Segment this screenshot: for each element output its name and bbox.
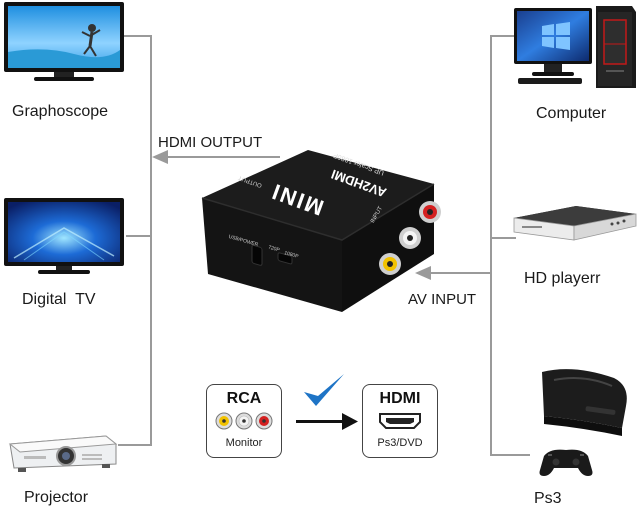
hdmi-output-label: HDMI OUTPUT	[158, 134, 263, 151]
device-label-computer: Computer	[536, 105, 607, 122]
conversion-arrowhead	[342, 413, 358, 430]
tv-icon	[4, 198, 124, 274]
conversion-arrow-line	[296, 420, 346, 423]
device-label-ps3: Ps3	[534, 490, 562, 507]
input-line	[428, 272, 490, 274]
rca-connectors-icon	[215, 412, 273, 430]
device-label-graphoscope: Graphoscope	[12, 103, 109, 120]
projector-icon	[8, 435, 118, 472]
converter-box	[201, 150, 441, 312]
right-bracket-bottom	[490, 454, 530, 456]
av-input-label: AV INPUT	[408, 291, 477, 308]
rca-badge-caption: Monitor	[225, 437, 263, 449]
hdmi-port-icon	[379, 413, 421, 429]
rca-jack-red	[419, 201, 441, 223]
left-bracket-mid	[126, 235, 152, 237]
left-bracket-bottom	[118, 444, 152, 446]
device-label-hd-player: HD playerr	[524, 270, 601, 287]
hdmi-badge-title: HDMI	[379, 390, 421, 407]
output-arrowhead	[152, 150, 168, 164]
hdmi-badge-caption: Ps3/DVD	[377, 437, 423, 449]
game-console-icon	[539, 369, 627, 476]
tv-icon	[4, 2, 124, 81]
device-label-digital-tv: Digital TV	[22, 291, 96, 308]
dvd-player-icon	[513, 206, 637, 241]
right-bracket-top	[490, 35, 516, 37]
computer-icon	[514, 6, 636, 88]
hdmi-badge: HDMI Ps3/DVD	[362, 384, 438, 458]
checkmark-icon	[304, 374, 344, 406]
right-bracket-vertical	[490, 35, 492, 455]
rca-badge-title: RCA	[226, 390, 262, 407]
input-arrowhead	[415, 266, 431, 280]
rca-jack-white	[399, 227, 421, 249]
right-bracket-mid	[490, 237, 516, 239]
rca-badge: RCA Monitor	[206, 384, 282, 458]
rca-jack-yellow	[379, 253, 401, 275]
left-bracket-vertical	[150, 35, 152, 445]
left-bracket-top	[122, 35, 152, 37]
output-line	[165, 156, 280, 158]
device-label-projector: Projector	[24, 489, 89, 506]
